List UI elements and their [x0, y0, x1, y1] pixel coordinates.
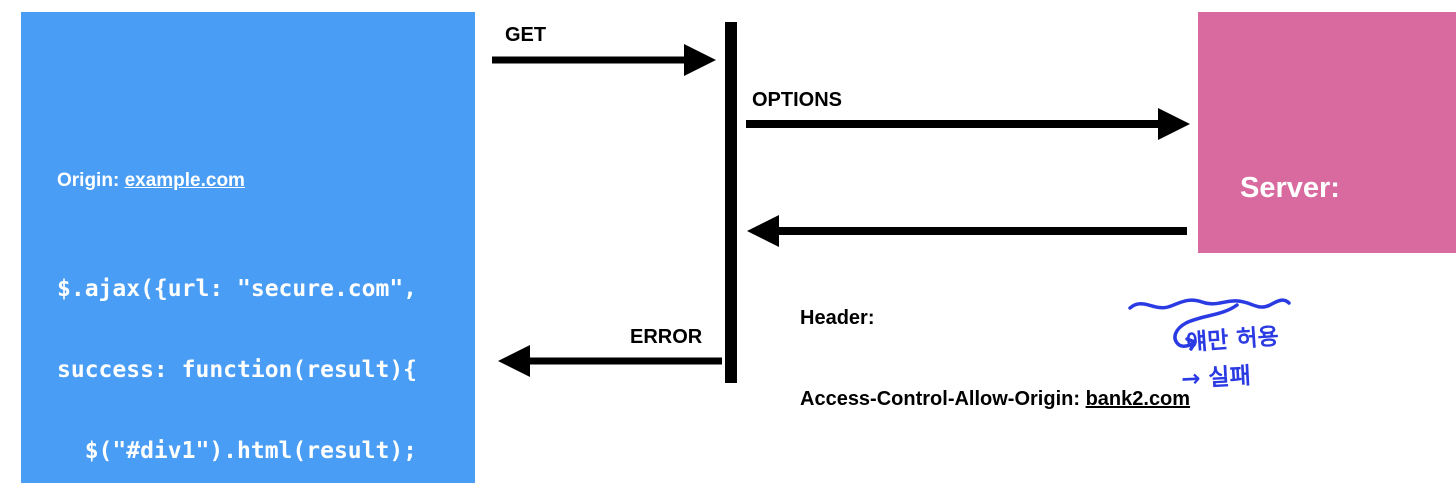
origin-domain-link: example.com — [124, 170, 245, 191]
options-arrow — [746, 108, 1190, 140]
response-arrow — [747, 215, 1187, 247]
response-header-line1: Header: — [800, 307, 875, 329]
response-header-text: Header: Access-Control-Allow-Origin: ban… — [800, 251, 1190, 467]
server-box: Server: secure.com — [1198, 12, 1456, 309]
error-arrow — [498, 345, 722, 377]
get-arrow — [492, 44, 716, 76]
server-domain-link: secure.com — [1240, 277, 1402, 309]
code-line: success: function(result){ — [57, 357, 418, 383]
server-title: Server: secure.com — [1240, 101, 1401, 381]
code-line: $("#div1").html(result); — [57, 438, 418, 464]
acao-header-value: bank2.com — [1085, 388, 1191, 410]
get-arrow-label: GET — [505, 24, 547, 46]
options-arrow-label: OPTIONS — [752, 89, 843, 111]
acao-header-name: Access-Control-Allow-Origin: — [800, 388, 1086, 410]
annotation-squiggle-underline — [1128, 298, 1291, 310]
origin-box: Origin: example.com $.ajax({url: "secure… — [21, 12, 475, 483]
error-arrow-label: ERROR — [630, 326, 703, 348]
ajax-code-block: $.ajax({url: "secure.com", success: func… — [57, 222, 417, 492]
annotation-hook-arrowhead — [1185, 337, 1197, 351]
handwritten-ink — [1128, 298, 1291, 351]
annotation-note-fail: → 실패 — [1180, 363, 1252, 393]
origin-title-prefix: Origin: — [57, 170, 125, 191]
origin-title: Origin: example.com — [57, 170, 245, 192]
annotation-note-allowed: 얘만 허용 — [1185, 323, 1280, 357]
code-line: $.ajax({url: "secure.com", — [57, 276, 418, 302]
response-header-line2: Access-Control-Allow-Origin: bank2.com — [800, 386, 1190, 413]
annotation-hook-arrow — [1173, 303, 1239, 348]
server-title-prefix: Server: — [1240, 172, 1340, 204]
cors-barrier — [725, 22, 737, 383]
